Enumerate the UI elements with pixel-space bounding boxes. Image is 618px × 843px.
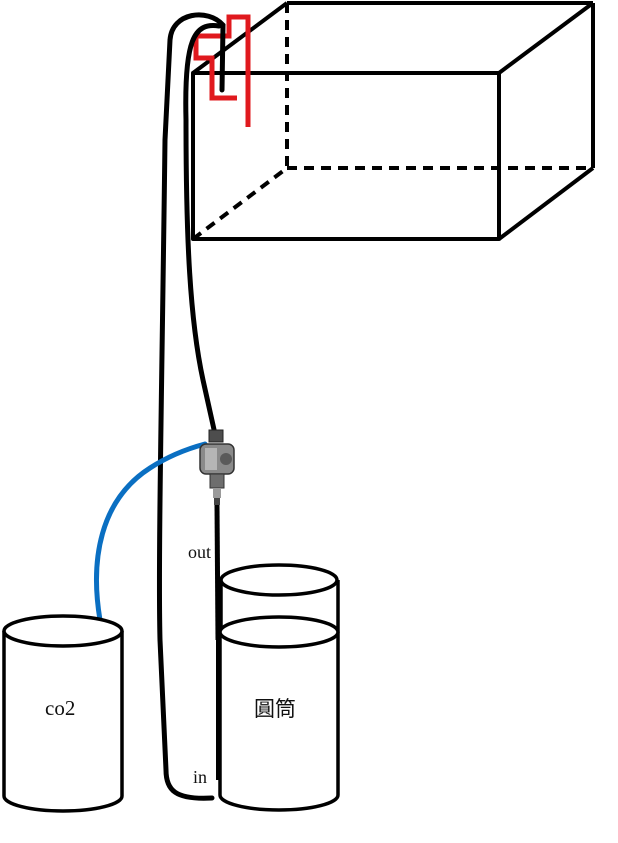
aquarium-tank (191, 1, 595, 241)
tank-hidden-edges (191, 3, 593, 241)
tank-depth-bottom-right (497, 166, 595, 241)
canister-upper-top (219, 563, 339, 597)
intake-hose (156, 12, 226, 801)
co2-cylinder (2, 614, 124, 813)
return-hose (183, 22, 222, 437)
tank-depth-top-right (497, 1, 595, 75)
canister-out-hose (214, 504, 221, 641)
co2-label: co2 (45, 696, 75, 720)
canister-lower-body (218, 632, 340, 812)
canister-filter (218, 563, 340, 812)
canister-lower-top (218, 615, 340, 649)
co2-tube (94, 441, 208, 623)
canister-label: 圓筒 (254, 697, 296, 721)
tank-depth-top-left (191, 1, 289, 75)
co2-diffuser (199, 429, 235, 505)
tank-front-face (191, 71, 501, 241)
in-label: in (193, 767, 207, 787)
out-label: out (188, 542, 211, 562)
tank-hidden-depth (191, 166, 289, 241)
